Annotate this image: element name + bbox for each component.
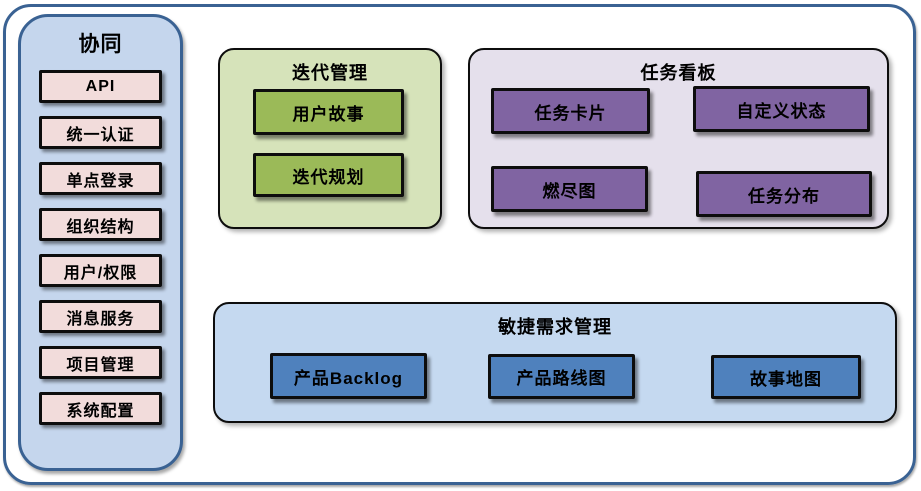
panel-iteration-management: 迭代管理 用户故事 迭代规划 [218, 48, 442, 229]
node-story-map: 故事地图 [711, 355, 861, 399]
panel-task-kanban: 任务看板 任务卡片 自定义状态 燃尽图 任务分布 [468, 48, 889, 229]
sidebar-item-unified-auth: 统一认证 [39, 116, 162, 149]
sidebar-items: API 统一认证 单点登录 组织结构 用户/权限 消息服务 项目管理 系统配置 [21, 70, 180, 425]
node-task-distribution: 任务分布 [696, 171, 872, 217]
node-user-story: 用户故事 [253, 89, 404, 135]
sidebar-item-system-config: 系统配置 [39, 392, 162, 425]
node-iteration-planning: 迭代规划 [253, 153, 404, 197]
node-burndown-chart: 燃尽图 [491, 166, 648, 212]
panel-agile-title: 敏捷需求管理 [498, 317, 612, 337]
panel-kanban-title: 任务看板 [640, 63, 717, 83]
sidebar-item-user-permissions: 用户/权限 [39, 254, 162, 287]
node-product-roadmap: 产品路线图 [488, 354, 635, 399]
outer-frame [3, 4, 916, 485]
node-custom-status: 自定义状态 [693, 86, 870, 132]
panel-iteration-title: 迭代管理 [292, 63, 368, 83]
sidebar-title: 协同 [78, 33, 123, 56]
sidebar-item-project-management: 项目管理 [39, 346, 162, 379]
sidebar-item-sso: 单点登录 [39, 162, 162, 195]
sidebar-item-api: API [39, 70, 162, 103]
sidebar-collaboration-panel: 协同 API 统一认证 单点登录 组织结构 用户/权限 消息服务 项目管理 系统… [18, 14, 183, 471]
node-product-backlog: 产品Backlog [270, 353, 427, 399]
node-task-card: 任务卡片 [491, 88, 650, 134]
panel-agile-requirements: 敏捷需求管理 产品Backlog 产品路线图 故事地图 [213, 302, 897, 423]
sidebar-item-message-service: 消息服务 [39, 300, 162, 333]
sidebar-item-org-structure: 组织结构 [39, 208, 162, 241]
